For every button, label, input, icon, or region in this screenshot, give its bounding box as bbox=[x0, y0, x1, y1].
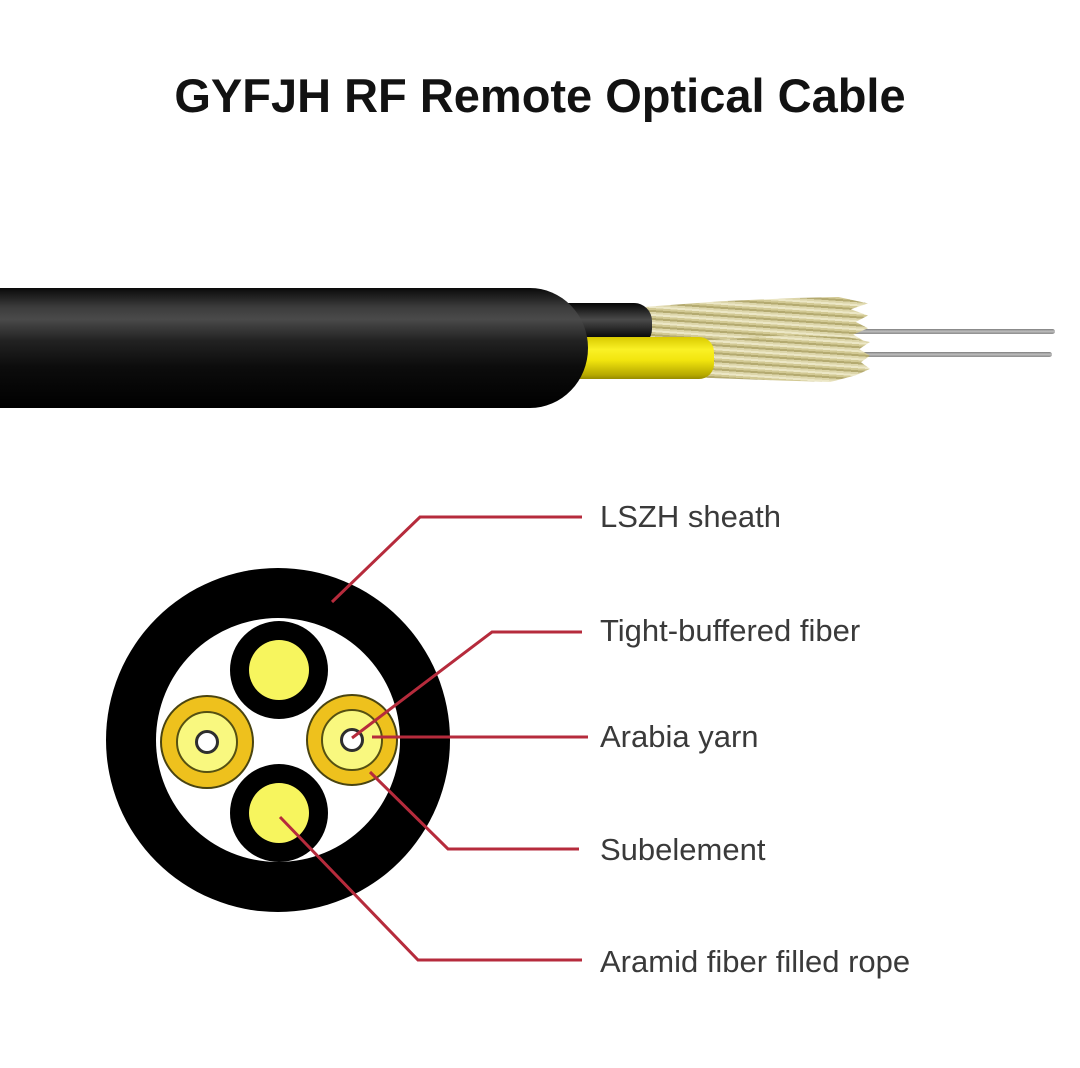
fiber-core-right bbox=[340, 728, 364, 752]
callout-label-arabia-yarn: Arabia yarn bbox=[600, 719, 759, 754]
filler-core-bottom bbox=[249, 783, 309, 843]
page-title: GYFJH RF Remote Optical Cable bbox=[174, 69, 906, 122]
callout-label-aramid-rope: Aramid fiber filled rope bbox=[600, 944, 911, 979]
lszh-outer-sheath bbox=[0, 288, 588, 408]
aramid-layer-left bbox=[176, 711, 238, 773]
fiber-unit-left bbox=[160, 695, 254, 789]
callout-label-lszh-sheath: LSZH sheath bbox=[600, 499, 781, 534]
callout-label-subelement: Subelement bbox=[600, 832, 766, 867]
aramid-yarn-bundle-bottom bbox=[690, 335, 870, 382]
leader-lszh-sheath bbox=[330, 515, 582, 604]
callout-label-tight-buffered-fiber: Tight-buffered fiber bbox=[600, 613, 861, 648]
fiber-core-left bbox=[195, 730, 219, 754]
subelement-top bbox=[230, 621, 328, 719]
aramid-layer-right bbox=[321, 709, 383, 771]
fiber-unit-right bbox=[306, 694, 398, 786]
bare-optical-fiber-top bbox=[850, 329, 1055, 334]
bare-optical-fiber-bottom bbox=[854, 352, 1052, 357]
subelement-bottom bbox=[230, 764, 328, 862]
filler-core-top bbox=[249, 640, 309, 700]
